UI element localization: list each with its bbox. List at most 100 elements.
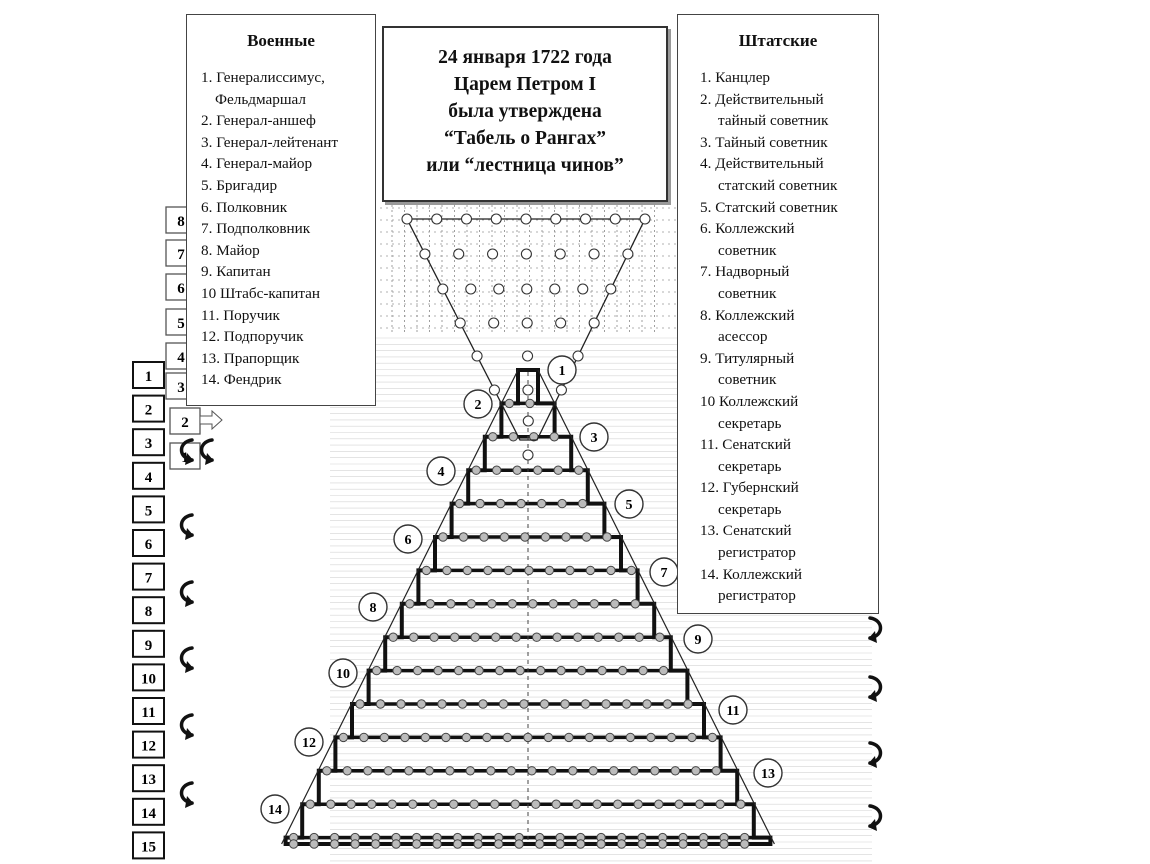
step-number-circle xyxy=(463,389,493,419)
funnel-dot xyxy=(460,213,473,225)
rung-dot xyxy=(309,839,319,849)
rung-dot xyxy=(412,665,423,676)
funnel-dot xyxy=(588,248,600,260)
rung-dot xyxy=(322,766,332,776)
funnel-dot xyxy=(520,213,532,225)
rung-dot xyxy=(658,665,669,676)
funnel-dot xyxy=(431,213,443,225)
rung-dot xyxy=(514,839,524,849)
left-number-label: 15 xyxy=(141,839,156,855)
rung-dot xyxy=(437,699,447,709)
funnel-dot xyxy=(549,283,561,295)
rung-dot xyxy=(404,766,414,776)
rung-dot xyxy=(585,565,596,576)
rung-dot xyxy=(475,498,485,509)
left-number-label: 5 xyxy=(145,503,153,519)
funnel-dot xyxy=(521,350,534,362)
rung-dot xyxy=(388,632,398,642)
rung-dot xyxy=(442,565,452,576)
rung-dot xyxy=(547,766,557,776)
civil-rank-text: регистратор xyxy=(718,544,796,562)
rung-dot xyxy=(493,839,504,849)
civil-rank-text: советник xyxy=(718,241,777,259)
inverted-funnel xyxy=(401,213,651,461)
step-number-label: 11 xyxy=(726,704,739,719)
step-number-circle xyxy=(393,524,423,554)
rung-dot xyxy=(465,766,475,776)
rung-dot xyxy=(674,799,684,809)
step-number-circle xyxy=(426,456,456,486)
rung-dot xyxy=(454,498,465,509)
arrowhead-icon xyxy=(185,453,194,465)
civil-rank-text: советник xyxy=(718,371,777,389)
rung-dot xyxy=(490,799,500,809)
military-rank-text: 9. Капитан xyxy=(201,263,271,281)
rung-dot xyxy=(626,565,637,576)
rung-dot xyxy=(532,632,542,642)
civil-rank-text: 12. Губернский xyxy=(700,479,799,497)
rung-dot xyxy=(420,732,431,743)
rung-dot xyxy=(508,432,518,442)
funnel-dot xyxy=(577,283,589,295)
left-number-label: 11 xyxy=(141,705,155,721)
rung-dot xyxy=(449,799,459,809)
left-number-box xyxy=(132,730,165,759)
step-number-label: 5 xyxy=(626,498,633,513)
civil-rank-text: статский советник xyxy=(718,176,838,194)
left-number-box xyxy=(132,394,165,423)
rung-dot xyxy=(424,766,434,776)
rung-dot xyxy=(719,839,729,849)
rung-dot xyxy=(326,799,336,809)
funnel-dot xyxy=(550,213,562,225)
rung-dot xyxy=(557,498,567,509)
rung-dot xyxy=(638,665,648,676)
rung-dot xyxy=(432,839,442,849)
curved-arrows xyxy=(179,438,883,831)
rung-dot xyxy=(473,839,483,849)
rung-dot xyxy=(408,799,418,809)
rung-dot xyxy=(425,599,435,609)
civil-rank-text: асессор xyxy=(718,328,768,346)
step-number-circle xyxy=(294,727,324,757)
left-number-label: 3 xyxy=(145,436,153,452)
funnel-dot xyxy=(465,283,477,295)
military-rank-9: 9. Капитан xyxy=(201,261,338,283)
rung-dot xyxy=(568,766,578,776)
rung-dot xyxy=(549,432,559,442)
rung-dot xyxy=(621,699,632,709)
funnel-dot xyxy=(522,449,534,461)
left-number-box xyxy=(132,629,165,658)
rung-dot xyxy=(736,799,746,809)
arrowhead-icon xyxy=(185,728,194,740)
step-number-label: 10 xyxy=(336,667,350,682)
rung-dot xyxy=(392,665,402,676)
rung-dot xyxy=(616,839,627,849)
title-box: 24 января 1722 года Царем Петром I была … xyxy=(382,26,668,202)
left-number-label: 12 xyxy=(141,739,156,755)
rung-dot xyxy=(350,839,360,849)
rung-dot xyxy=(581,532,592,542)
funnel-dot xyxy=(609,213,621,225)
funnel-dot xyxy=(522,415,534,427)
rung-dot xyxy=(650,766,660,776)
rung-dot xyxy=(534,839,545,849)
rung-dot xyxy=(584,732,595,743)
military-rank-text: 13. Прапорщик xyxy=(201,349,300,367)
inner-number-label: 5 xyxy=(177,316,185,332)
rung-dot xyxy=(405,599,415,609)
step-number-label: 3 xyxy=(591,431,598,446)
step-number-label: 4 xyxy=(438,465,445,480)
rung-dot xyxy=(687,732,697,743)
rung-dot xyxy=(544,565,555,576)
step-number-label: 7 xyxy=(661,566,668,581)
rung-dot xyxy=(391,839,401,849)
rung-dot xyxy=(482,732,492,743)
step-number-label: 9 xyxy=(695,633,702,648)
rung-dot xyxy=(466,599,476,609)
civil-rank-text: 1. Канцлер xyxy=(700,69,771,86)
inner-number-label: 8 xyxy=(177,214,185,230)
inner-arrow-icon xyxy=(199,409,223,431)
